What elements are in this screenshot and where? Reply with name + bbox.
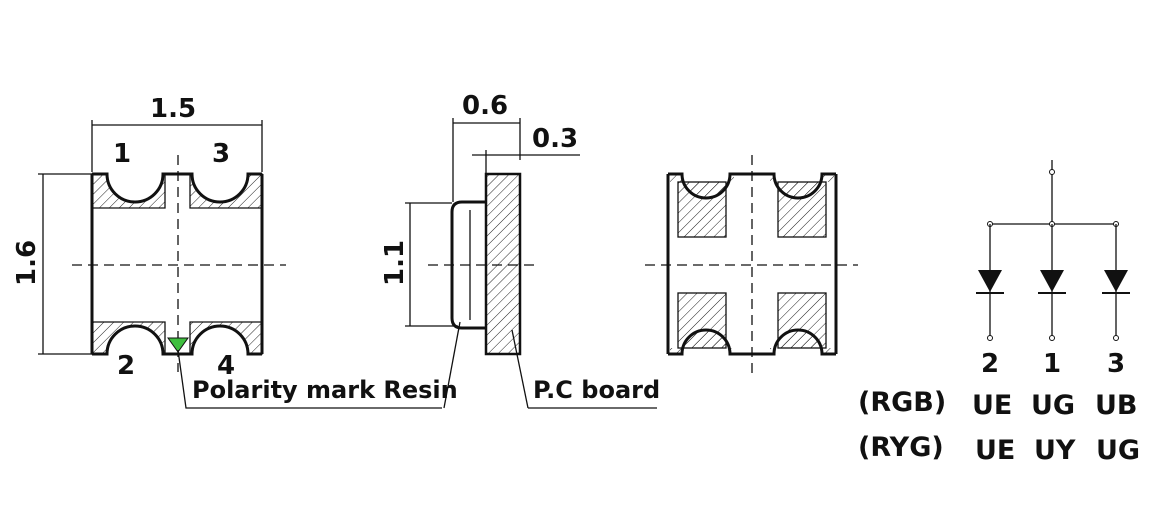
polarity-mark [167,337,189,353]
pc-board [484,172,522,356]
thickness-dimension: 0.6 [462,91,508,121]
board-thickness-dimension: 0.3 [532,124,578,154]
schematic-pin-3: 3 [1107,349,1125,379]
pc-board-label: P.C board [533,376,660,404]
diode-icon [1102,224,1130,341]
resin-height-dimension: 1.1 [380,240,410,286]
code-ryg-1: UE [975,435,1015,466]
row-label-ryg: (RYG) [858,432,944,463]
bottom-view [645,155,858,376]
width-dimension: 1.5 [150,94,196,124]
pin-label-2: 2 [117,351,135,381]
code-rgb-3: UB [1095,390,1138,421]
pin-label-1: 1 [113,139,131,169]
code-ryg-3: UG [1096,435,1140,466]
diode-icon [1038,224,1066,341]
code-rgb-1: UE [972,390,1012,421]
schematic-pin-2: 2 [981,349,999,379]
top-view: 1.5 1.6 1 3 2 4 Polarity mark Resin [12,94,458,409]
code-rgb-2: UG [1031,390,1075,421]
row-label-rgb: (RGB) [858,387,946,418]
pad-1 [91,173,166,209]
pin-label-4: 4 [217,351,235,381]
polarity-resin-label: Polarity mark Resin [192,376,458,404]
side-view: 0.6 0.3 1.1 P.C board [380,91,660,409]
schematic-pin-1: 1 [1043,349,1061,379]
height-dimension: 1.6 [12,240,42,286]
diode-icon [976,224,1004,341]
schematic: 2 1 3 (RGB) UE UG UB (RYG) UE UY UG [858,160,1140,466]
code-ryg-2: UY [1034,435,1076,466]
pin-label-3: 3 [212,139,230,169]
